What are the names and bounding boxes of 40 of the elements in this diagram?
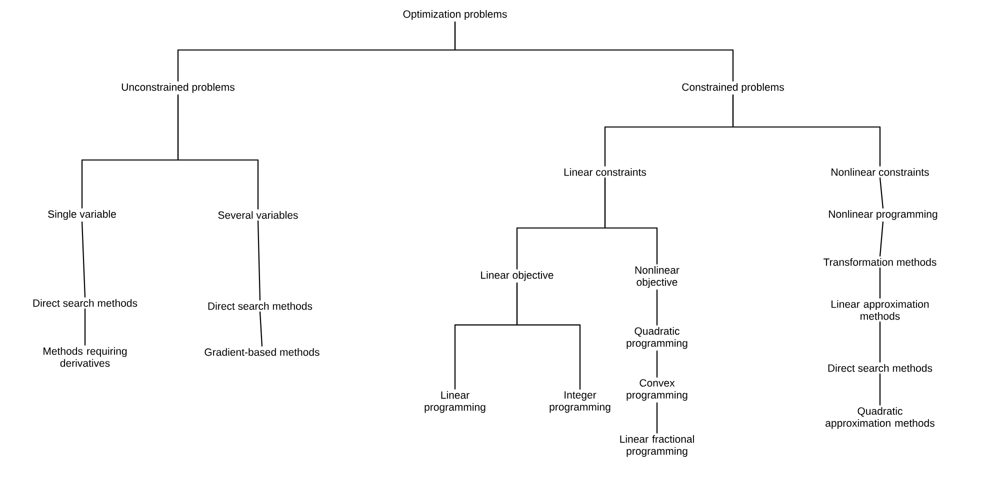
- connector-line: [656, 402, 658, 434]
- connector-line: [259, 312, 263, 346]
- node-label: Unconstrained problems: [122, 83, 234, 93]
- node-label: Direct search methods: [33, 299, 138, 307]
- node-label: Linear constraints: [564, 168, 646, 176]
- node-label: Linear objective: [481, 271, 554, 281]
- connector-line: [879, 268, 881, 298]
- connector-line: [879, 374, 881, 406]
- node-label: Methods requiring derivatives: [44, 347, 127, 367]
- connector-line: [879, 178, 884, 208]
- connector-line: [516, 282, 581, 390]
- node-label: Nonlinear programming: [829, 210, 938, 220]
- node-label: Transformation methods: [824, 258, 936, 266]
- node-label: Linear approximation methods: [832, 300, 929, 320]
- node-label: Nonlinear objective: [635, 266, 680, 288]
- node-label: Linear fractional programming: [620, 435, 694, 457]
- node-label: Linear programming: [424, 391, 486, 413]
- node-label: Convex programming: [626, 379, 688, 401]
- node-label: Integer programming: [550, 391, 610, 413]
- node-label: Quadratic programming: [626, 327, 688, 349]
- connector-line: [257, 220, 261, 300]
- connector-line: [732, 94, 881, 166]
- node-label: Direct search methods: [828, 364, 932, 372]
- connector-line: [81, 222, 86, 298]
- node-label: Single variable: [48, 210, 116, 220]
- connector-line: [656, 350, 658, 378]
- connector-line: [656, 290, 658, 326]
- node-label: Quadratic approximation methods: [826, 407, 934, 429]
- node-label: Constrained problems: [682, 83, 784, 93]
- connector-line: [879, 222, 884, 256]
- node-label: Optimization problems: [403, 10, 507, 20]
- connector-line: [604, 178, 658, 264]
- connector-line: [454, 22, 734, 82]
- node-label: Direct search methods: [208, 302, 312, 310]
- connector-line: [879, 322, 881, 362]
- connector-line: [177, 94, 259, 210]
- node-label: Nonlinear constraints: [832, 168, 929, 176]
- node-label: Several variables: [218, 211, 298, 219]
- connector-line: [84, 308, 86, 346]
- node-label: Gradient-based methods: [204, 348, 320, 356]
